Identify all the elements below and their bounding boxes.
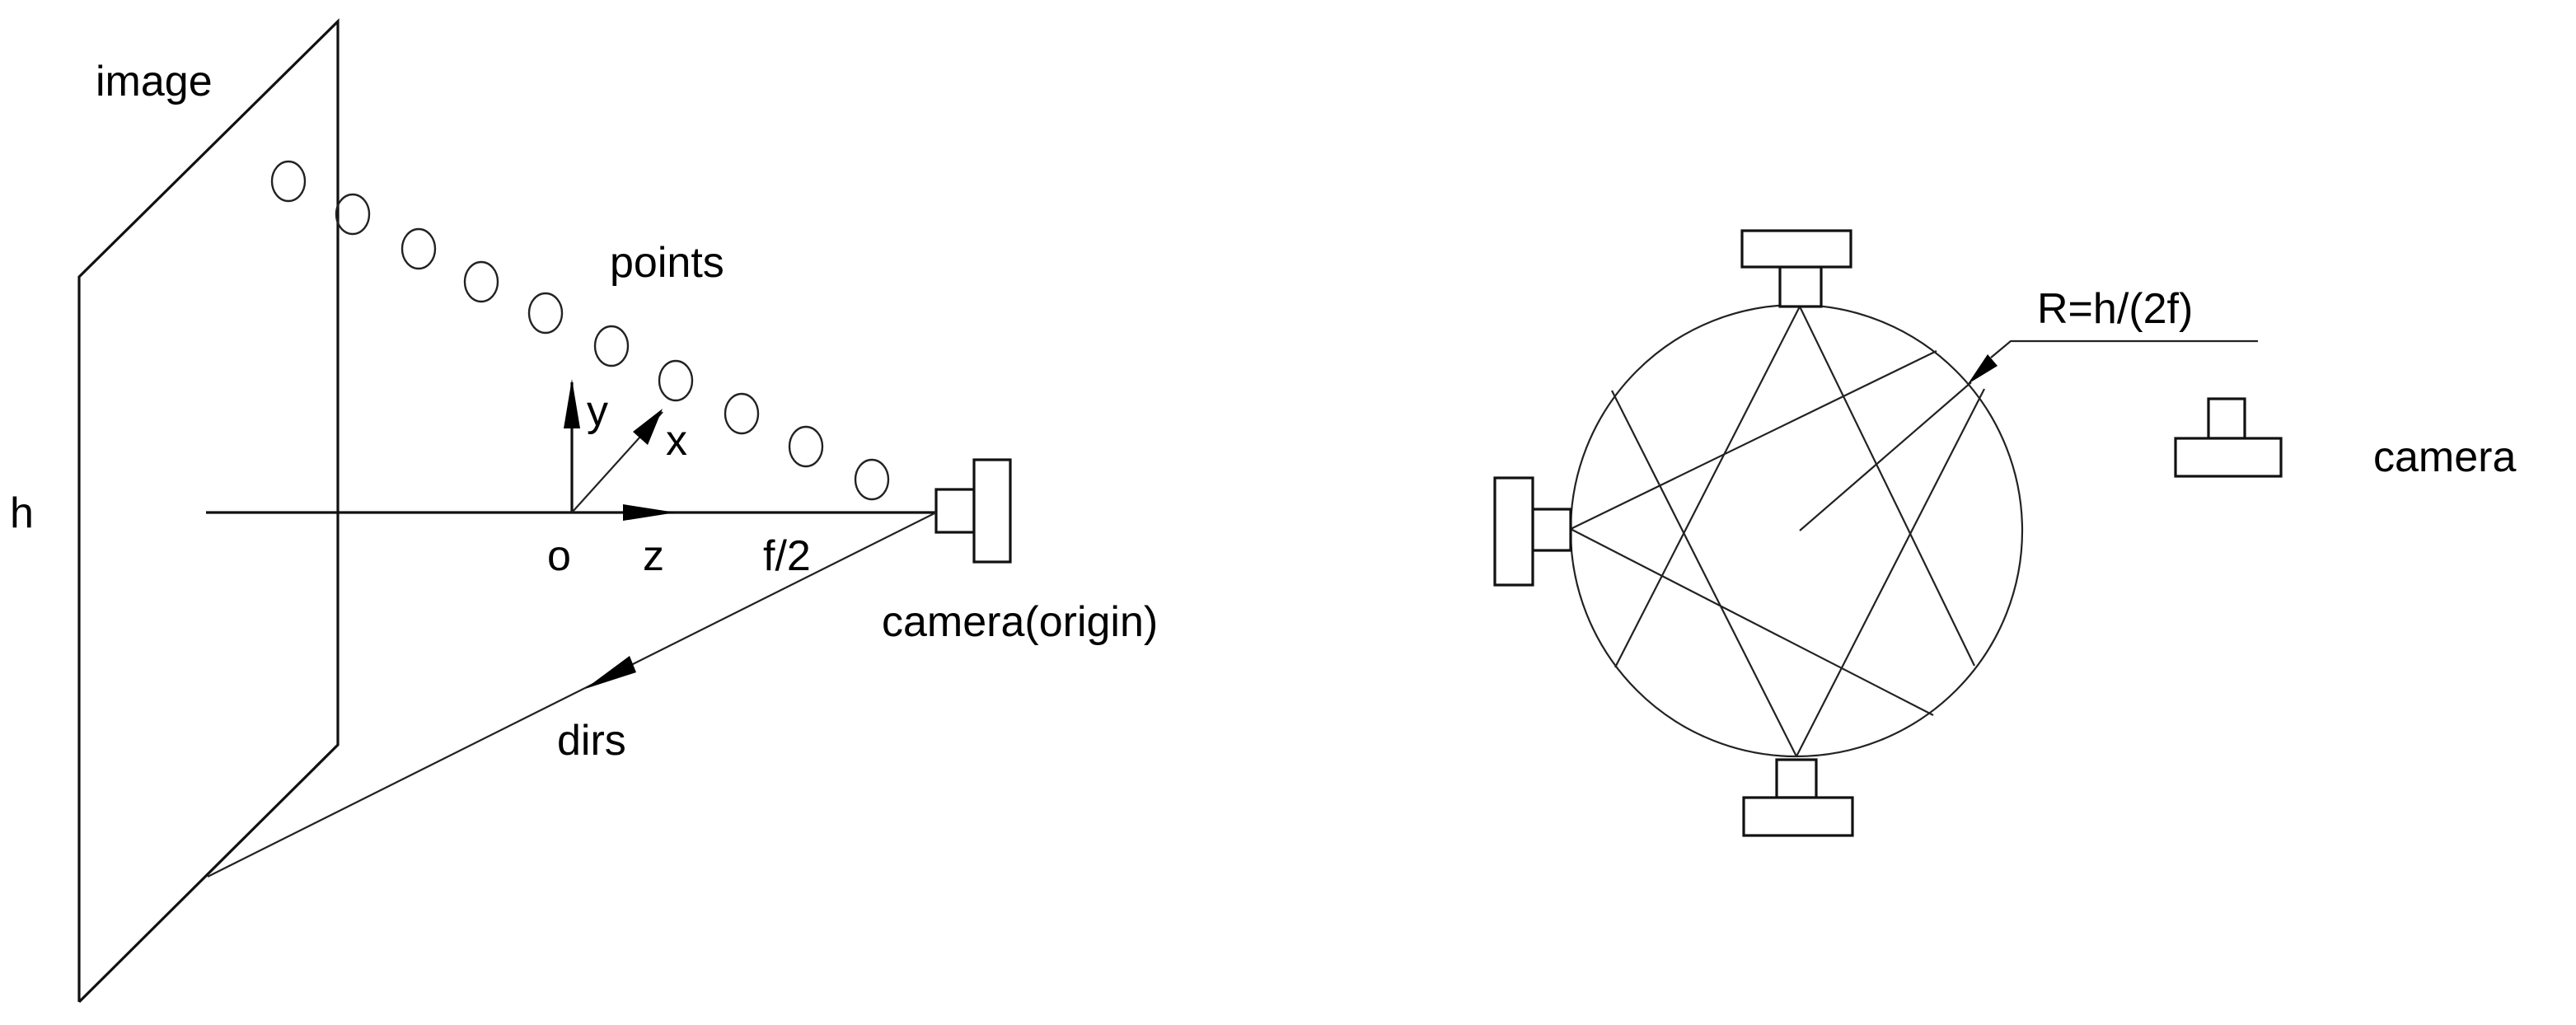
left-diagram: image h y x o z f/2 points xyxy=(10,18,1158,1004)
dirs-arrow-icon xyxy=(585,656,636,689)
label-image: image xyxy=(96,58,213,105)
legend-camera-icon xyxy=(2174,397,2283,478)
y-arrow-icon xyxy=(564,379,580,428)
camera-origin-icon xyxy=(934,458,1012,564)
x-arrow-icon xyxy=(633,409,663,445)
bounding-circle xyxy=(1569,303,2024,758)
camera-bottom-icon xyxy=(1742,758,1854,837)
label-x-axis: x xyxy=(666,417,687,465)
label-y-axis: y xyxy=(587,387,608,435)
dirs-ray xyxy=(207,512,937,878)
label-radius: R=h/(2f) xyxy=(2037,285,2193,333)
radius-arrow-icon xyxy=(1968,354,1998,384)
radius-line xyxy=(1799,381,1972,531)
label-h: h xyxy=(10,489,34,537)
point-marker xyxy=(854,458,890,501)
point-marker xyxy=(724,392,760,435)
camera-left-icon xyxy=(1493,476,1572,587)
label-points: points xyxy=(610,239,724,287)
point-marker xyxy=(335,193,371,236)
sample-points xyxy=(270,160,890,501)
point-marker xyxy=(270,160,307,203)
label-origin: o xyxy=(547,532,571,580)
point-marker xyxy=(527,292,564,335)
label-z-axis: z xyxy=(643,532,664,580)
right-diagram: R=h/(2f) camera xyxy=(1493,229,2516,837)
radius-leader xyxy=(1990,339,2258,358)
label-legend-camera: camera xyxy=(2373,433,2516,481)
point-marker xyxy=(593,325,630,367)
point-marker xyxy=(788,425,824,468)
z-arrow-icon xyxy=(623,504,676,521)
camera-rays xyxy=(1570,306,1985,757)
label-camera-origin: camera(origin) xyxy=(882,598,1158,646)
label-f-half: f/2 xyxy=(763,532,811,580)
point-marker xyxy=(463,260,499,303)
label-dirs: dirs xyxy=(557,717,626,765)
image-plane xyxy=(77,18,340,1004)
camera-top-icon xyxy=(1740,229,1852,308)
point-marker xyxy=(400,227,437,270)
point-marker xyxy=(658,359,694,402)
